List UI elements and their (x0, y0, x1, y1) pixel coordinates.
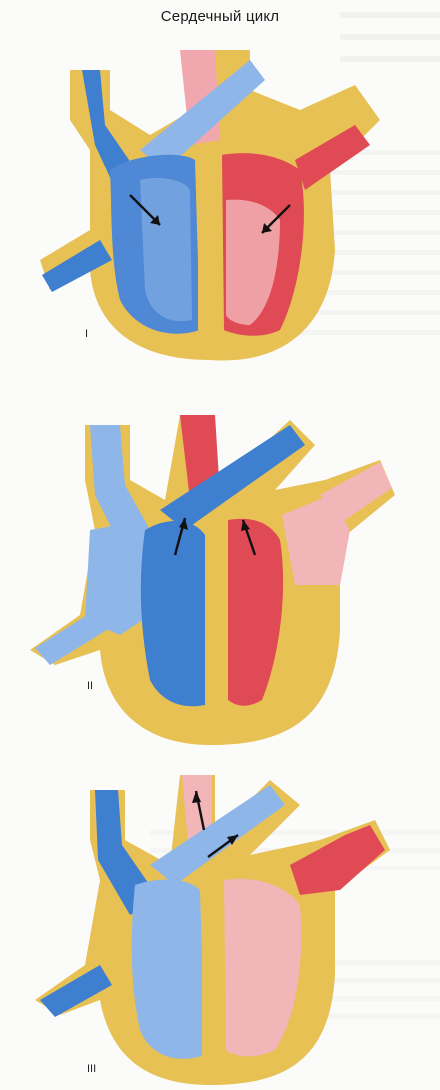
stage-3-panel: III (0, 765, 440, 1090)
stage-label: III (87, 1063, 96, 1075)
heart-stage-3-diagram (0, 765, 440, 1090)
right-chamber (132, 880, 205, 1059)
stage-label: II (87, 680, 93, 692)
right-atrium (85, 520, 150, 635)
stage-1-panel: I (0, 30, 440, 375)
heart-stage-2-diagram (0, 400, 440, 755)
septum (202, 880, 222, 1075)
septum (205, 520, 227, 735)
stage-2-panel: II (0, 400, 440, 755)
stage-label: I (85, 328, 88, 340)
heart-stage-1-diagram (0, 30, 440, 375)
septum (198, 150, 220, 355)
right-chamber (141, 521, 205, 706)
